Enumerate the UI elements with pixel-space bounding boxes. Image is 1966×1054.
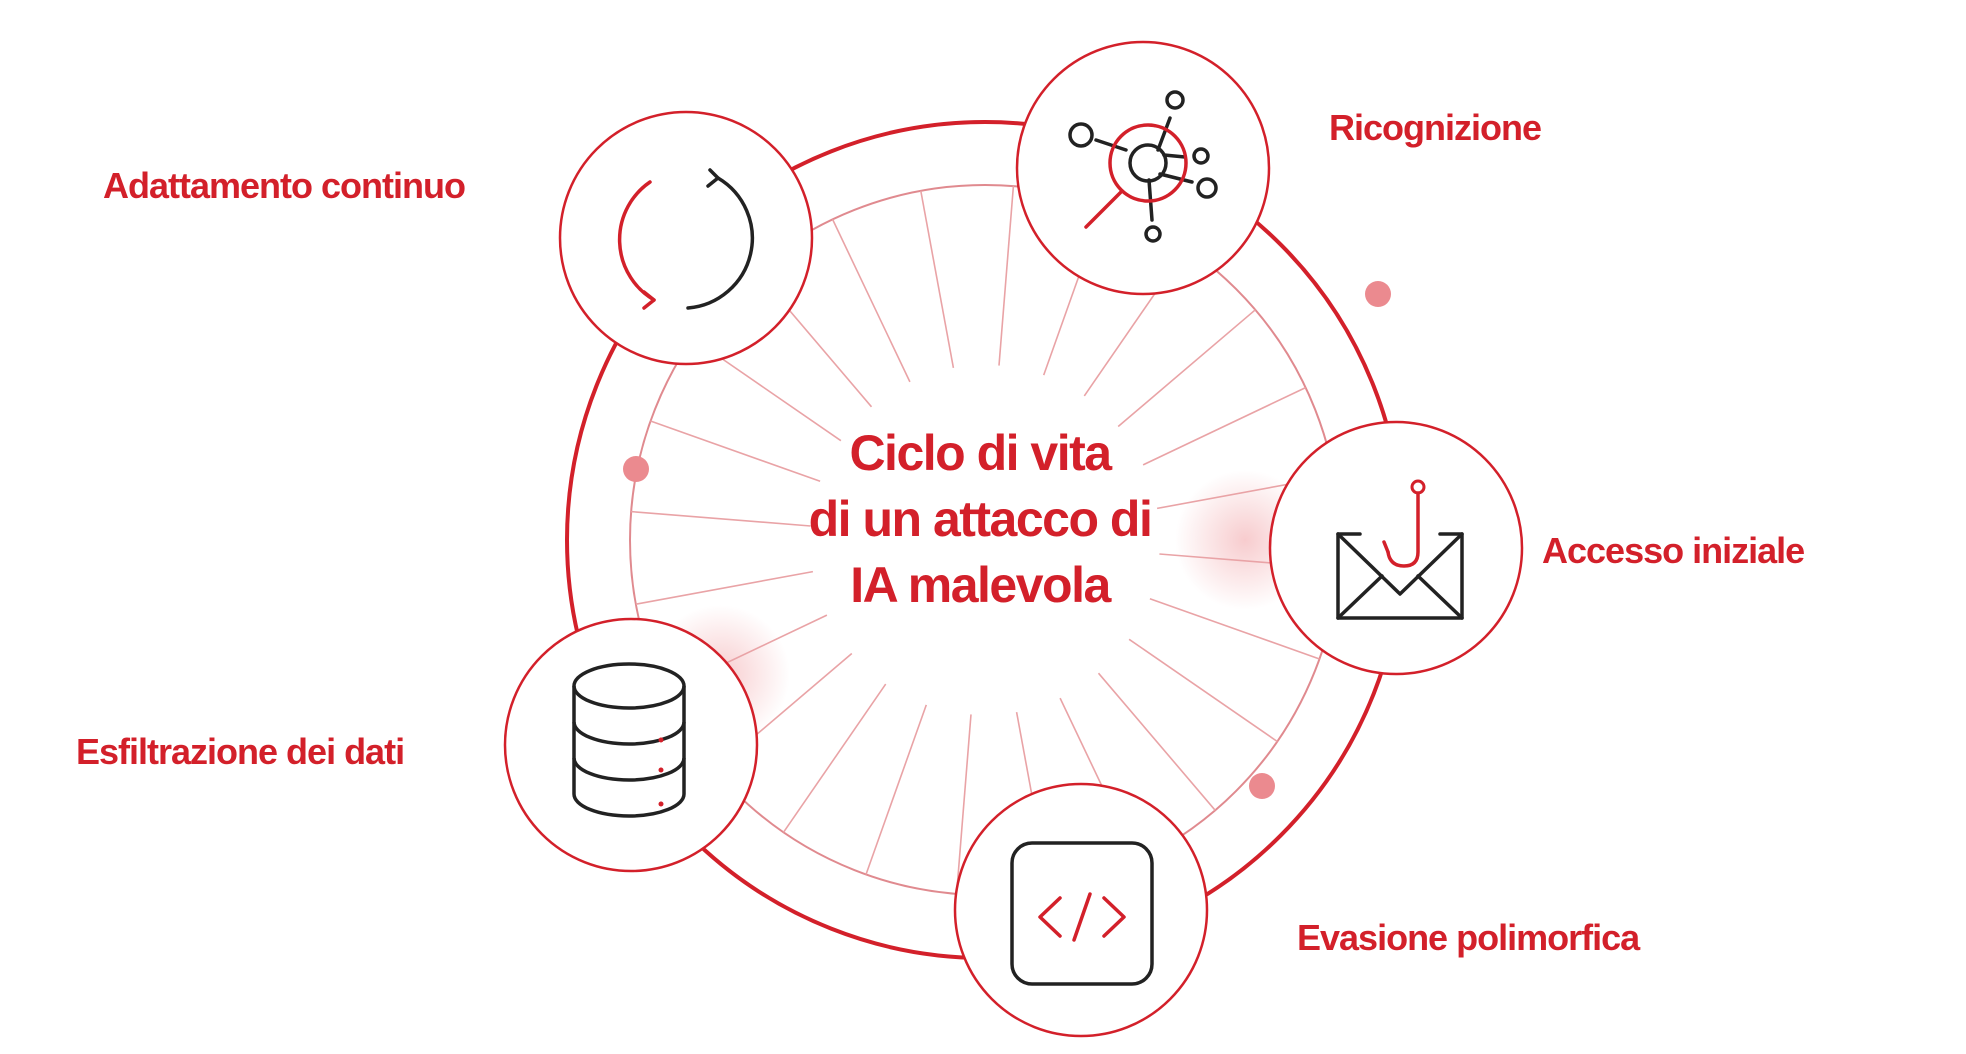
node-ricognizione (1015, 40, 1271, 296)
spoke-line (998, 186, 1015, 366)
label-esfiltrazione: Esfiltrazione dei dati (76, 731, 405, 772)
node-accesso (1268, 420, 1524, 676)
ring-dot (623, 456, 649, 482)
label-evasione: Evasione polimorfica (1297, 917, 1640, 958)
label-adattamento: Adattamento continuo (103, 165, 466, 206)
spoke-line (782, 683, 887, 833)
spoke-line (920, 190, 955, 369)
spoke-line (1117, 309, 1256, 428)
spoke-line (631, 510, 811, 527)
database-icon (572, 662, 686, 818)
title-line-3: IA malevola (850, 557, 1111, 613)
ring-dot (1249, 773, 1275, 799)
spoke-line (1128, 638, 1278, 743)
node-esfiltrazione (503, 617, 759, 873)
ring-dot (1365, 281, 1391, 307)
spoke-line (1097, 672, 1216, 811)
spoke-line (955, 714, 972, 894)
title-line-2: di un attacco di (808, 491, 1153, 547)
title-line-1: Ciclo di vita (849, 425, 1112, 481)
node-evasione (953, 782, 1209, 1038)
spoke-line (1142, 386, 1306, 466)
code-brackets-icon (1010, 841, 1154, 986)
spoke-line (635, 570, 814, 605)
label-ricognizione: Ricognizione (1329, 107, 1542, 148)
phishing-envelope-icon (1336, 479, 1464, 620)
spoke-line (865, 704, 928, 875)
diagram-title: Ciclo di vita di un attacco di IA malevo… (700, 420, 1260, 618)
refresh-cycle-icon (617, 168, 755, 310)
spoke-line (831, 219, 911, 383)
spoke-line (1149, 597, 1320, 660)
label-accesso: Accesso iniziale (1542, 530, 1805, 571)
node-adattamento (558, 110, 814, 366)
spoke-line (650, 420, 821, 483)
network-target-icon (1068, 90, 1218, 243)
